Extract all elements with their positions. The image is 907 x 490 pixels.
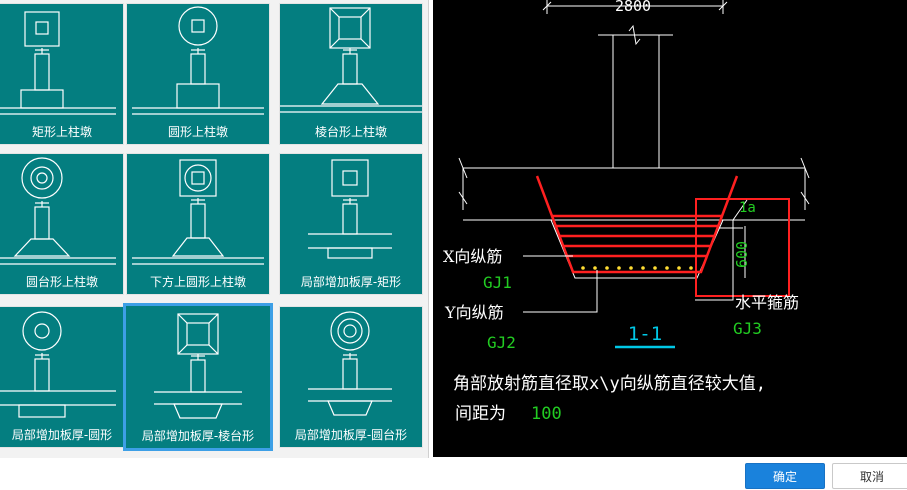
column-outline <box>598 24 673 168</box>
rect-column-cap-icon <box>0 11 116 115</box>
frustum-column-cap-icon <box>280 7 422 113</box>
la-label: 1a <box>739 200 756 216</box>
tile-circle-column-cap[interactable]: 圆形上柱墩 <box>126 3 270 145</box>
rebar-lines <box>535 175 790 297</box>
tile-label: 局部增加板厚-圆形 <box>11 428 113 442</box>
cap-type-gallery: 矩形上柱墩 圆形上柱墩 棱台形上柱墩 <box>0 0 429 458</box>
tile-local-thickening-circle[interactable]: 局部增加板厚-圆形 <box>0 306 124 448</box>
tile-label: 下方上圆形上柱墩 <box>149 275 246 289</box>
tile-label: 圆形上柱墩 <box>167 125 228 139</box>
section-drawing: 2800 <box>443 0 810 424</box>
circle-column-cap-icon <box>132 6 264 115</box>
x-rebar-label: X向纵筋 <box>443 247 502 266</box>
note-line2-prefix: 间距为 <box>455 404 506 424</box>
drop-panel-outline <box>550 219 724 279</box>
tile-label: 局部增加板厚-棱台形 <box>141 429 255 443</box>
tile-cone-frustum-column-cap[interactable]: 圆台形上柱墩 <box>0 153 124 295</box>
square-bottom-round-top-icon <box>132 159 264 265</box>
local-thickening-cone-frustum-icon <box>308 311 392 416</box>
tile-label: 矩形上柱墩 <box>31 125 92 139</box>
cancel-button[interactable]: 取消 <box>832 463 907 489</box>
tile-local-thickening-rect[interactable]: 局部增加板厚-矩形 <box>279 153 423 295</box>
local-thickening-circle-icon <box>0 311 116 418</box>
leader-lines <box>523 199 748 313</box>
slab-outline <box>458 157 810 221</box>
section-preview: 2800 <box>433 0 907 457</box>
y-rebar-code: GJ2 <box>487 333 516 352</box>
tile-rect-column-cap[interactable]: 矩形上柱墩 <box>0 3 124 145</box>
local-thickening-rect-icon <box>308 159 392 259</box>
tile-label: 局部增加板厚-矩形 <box>300 275 402 289</box>
depth-dimension: 600 <box>733 241 751 268</box>
tile-local-thickening-cone-frustum[interactable]: 局部增加板厚-圆台形 <box>279 306 423 448</box>
horizontal-rebar-label: 水平箍筋 <box>735 293 799 312</box>
cone-frustum-column-cap-icon <box>0 157 116 265</box>
tile-label: 局部增加板厚-圆台形 <box>294 428 408 442</box>
horizontal-rebar-code: GJ3 <box>733 319 762 338</box>
section-label: 1-1 <box>628 323 662 345</box>
dialog-footer: 确定 取消 <box>0 458 907 489</box>
x-rebar-code: GJ1 <box>483 273 512 292</box>
tile-frustum-column-cap[interactable]: 棱台形上柱墩 <box>279 3 423 145</box>
tile-square-bottom-round-top-cap[interactable]: 下方上圆形上柱墩 <box>126 153 270 295</box>
local-thickening-frustum-icon <box>154 313 242 419</box>
top-dimension: 2800 <box>615 0 651 15</box>
longitudinal-bar-dots <box>581 266 693 270</box>
tile-label: 圆台形上柱墩 <box>25 275 98 289</box>
note-line1: 角部放射筋直径取x\y向纵筋直径较大值, <box>453 374 766 394</box>
tile-label: 棱台形上柱墩 <box>314 125 387 139</box>
y-rebar-label: Y向纵筋 <box>444 303 504 322</box>
ok-button[interactable]: 确定 <box>745 463 825 489</box>
tile-local-thickening-frustum[interactable]: 局部增加板厚-棱台形 <box>123 303 273 451</box>
note-line2-value: 100 <box>531 404 562 424</box>
